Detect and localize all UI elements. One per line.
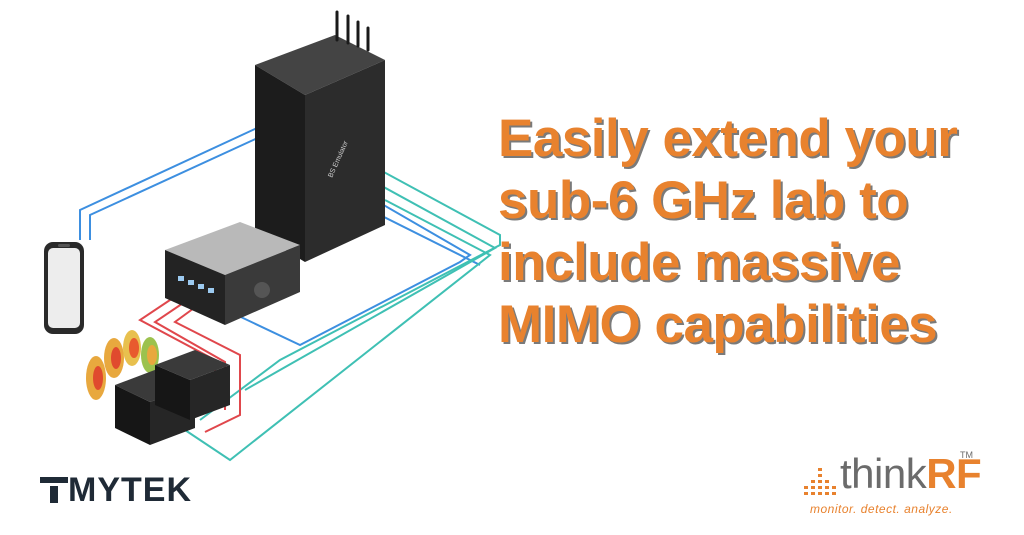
thinkrf-signal-icon (804, 468, 836, 495)
switch-unit (165, 222, 300, 325)
headline-line-1: Easily extend your (498, 109, 958, 168)
radiation-pattern (86, 330, 159, 400)
headline: Easily extend your sub-6 GHz lab to incl… (498, 108, 1018, 356)
thinkrf-suffix: RF (926, 450, 982, 497)
thinkrf-tagline: monitor. detect. analyze. (810, 502, 953, 516)
bs-emulator-tower: BS Emulator (255, 10, 385, 262)
phone-device (44, 242, 84, 334)
antenna-module-back (155, 350, 230, 420)
thinkrf-logo: thinkRF TM monitor. detect. analyze. (800, 448, 1000, 528)
headline-line-4: MIMO capabilities (498, 295, 938, 354)
mytek-logo: MYTEK (40, 470, 192, 510)
mytek-wordmark: MYTEK (68, 471, 192, 509)
headline-line-3: include massive (498, 233, 900, 292)
thinkrf-prefix: think (840, 450, 927, 497)
headline-line-2: sub-6 GHz lab to (498, 171, 909, 230)
mytek-t-mark-icon (40, 477, 68, 503)
thinkrf-wordmark: thinkRF (840, 450, 982, 498)
teal-cables (184, 169, 501, 462)
trademark-mark: TM (960, 450, 973, 460)
